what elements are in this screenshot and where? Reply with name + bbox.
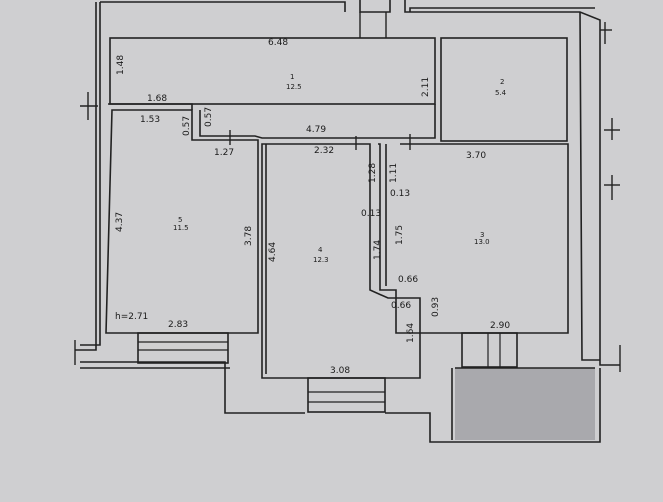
dim-notch-b: 0.57 [204,107,214,127]
dim-room4-bottom-right: 1.64 [406,323,416,343]
balcony-shade [455,368,595,440]
room-1: 1 12.5 [109,37,436,105]
dim-room5-top: 1.53 [140,115,160,125]
dim-step-a: 0.66 [398,275,418,285]
dim-wall-d: 0.13 [361,209,381,219]
room-4: 4 12.3 [261,143,421,379]
dim-wall-b: 1.11 [389,163,399,183]
wall-ticks [74,12,621,372]
dim-room5-left: 4.37 [115,212,125,232]
dim-room4-bottom: 3.08 [330,366,350,376]
dim-room3-bottom: 2.90 [490,321,510,331]
dim-wall-c: 0.13 [390,189,410,199]
dim-room5-right: 3.78 [244,226,254,246]
room-1-number: 1 [290,73,294,81]
dim-room3-top: 3.70 [466,151,486,161]
outer-walls [75,0,620,443]
room-2: 2 5.4 [440,37,568,142]
ceiling-height: h=2.71 [115,312,148,322]
room-1-area: 12.5 [286,83,302,91]
dim-room1-width: 6.48 [268,38,288,48]
corridor-wall [108,103,436,139]
dim-room4-mid: 1.74 [373,240,383,260]
dim-step-c: 0.93 [431,297,441,317]
dim-room4-top: 2.32 [314,146,334,156]
dim-room5-bottom: 2.83 [168,320,188,330]
room-2-area: 5.4 [495,89,507,97]
room-5-area: 11.5 [173,224,189,232]
room-4-area: 12.3 [313,256,329,264]
dim-notch-a: 0.57 [182,116,192,136]
dim-room1-height: 1.48 [116,55,126,75]
room-3-area: 13.0 [474,238,490,246]
dim-step-b: 0.66 [391,301,411,311]
room-5: 5 11.5 [105,109,259,334]
dimension-labels: 6.48 1.48 2.11 1.68 4.79 1.53 0.57 0.57 … [115,38,510,376]
dim-room3-left: 1.75 [395,225,405,245]
room-3: 3 13.0 [378,143,569,334]
dim-corridor-mid: 4.79 [306,125,326,135]
dim-corridor-left: 1.68 [147,94,167,104]
room-2-number: 2 [500,78,504,86]
stairs [137,332,518,413]
dim-room4-left: 4.64 [268,242,278,262]
room-3-number: 3 [480,231,484,239]
dim-notch-c: 1.27 [214,148,234,158]
dim-room1-right: 2.11 [421,77,431,97]
room-4-number: 4 [318,246,323,254]
dim-wall-a: 1.28 [368,163,378,183]
room-5-number: 5 [178,216,182,224]
